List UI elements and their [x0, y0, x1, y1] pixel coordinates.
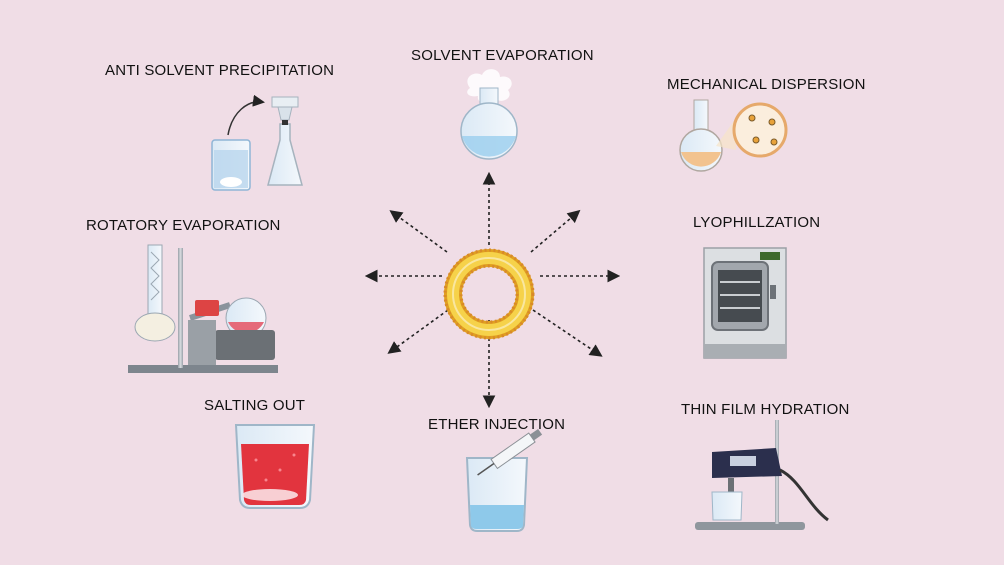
label-mechanical-dispersion: MECHANICAL DISPERSION	[667, 76, 866, 93]
label-salting-out: SALTING OUT	[204, 397, 306, 414]
label-ether-injection: ETHER INJECTION	[428, 416, 566, 433]
freeze-dryer-icon	[703, 247, 787, 359]
beaker-red-solution-icon	[234, 424, 316, 509]
arrow-down-right	[532, 309, 603, 357]
label-lyophillzation: LYOPHILLZATION	[693, 214, 821, 231]
arrow-down-left	[387, 309, 449, 354]
liposome-icon	[443, 248, 535, 340]
label-thin-film-hydration: THIN FILM HYDRATION	[681, 401, 850, 418]
arrow-up-left	[389, 210, 448, 253]
arrow-up-right	[530, 209, 581, 253]
label-solvent-evaporation: SOLVENT EVAPORATION	[411, 47, 594, 64]
flask-liposome-zoom-icon	[679, 99, 788, 172]
syringe-beaker-icon	[465, 428, 543, 532]
rotary-evaporator-icon	[128, 244, 278, 373]
label-rotatory-evaporation: ROTATORY EVAPORATION	[86, 217, 281, 234]
label-anti-solvent-precipitation: ANTI SOLVENT PRECIPITATION	[105, 62, 335, 79]
round-flask-steam-icon	[460, 69, 518, 160]
sonicator-icon	[695, 420, 829, 530]
arrows	[364, 171, 621, 409]
filtration-flask-beaker-icon	[211, 94, 303, 191]
